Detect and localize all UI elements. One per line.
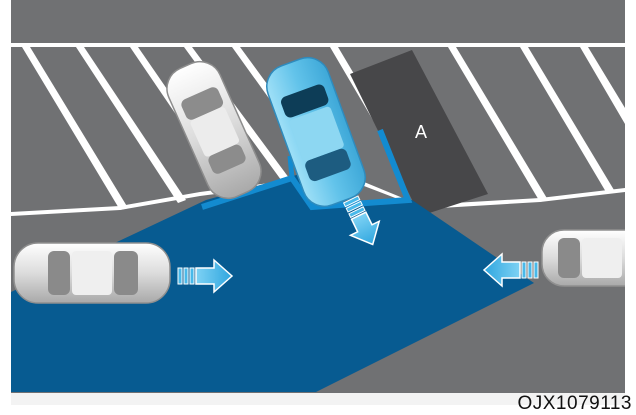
- zone-a-label: A: [415, 122, 427, 142]
- top-curb-line: [11, 43, 625, 47]
- left-approaching-car-icon: [14, 243, 170, 303]
- parking-scene: A: [11, 0, 636, 405]
- right-approaching-car-icon: [542, 230, 636, 286]
- figure-code: OJX1079113: [517, 393, 632, 415]
